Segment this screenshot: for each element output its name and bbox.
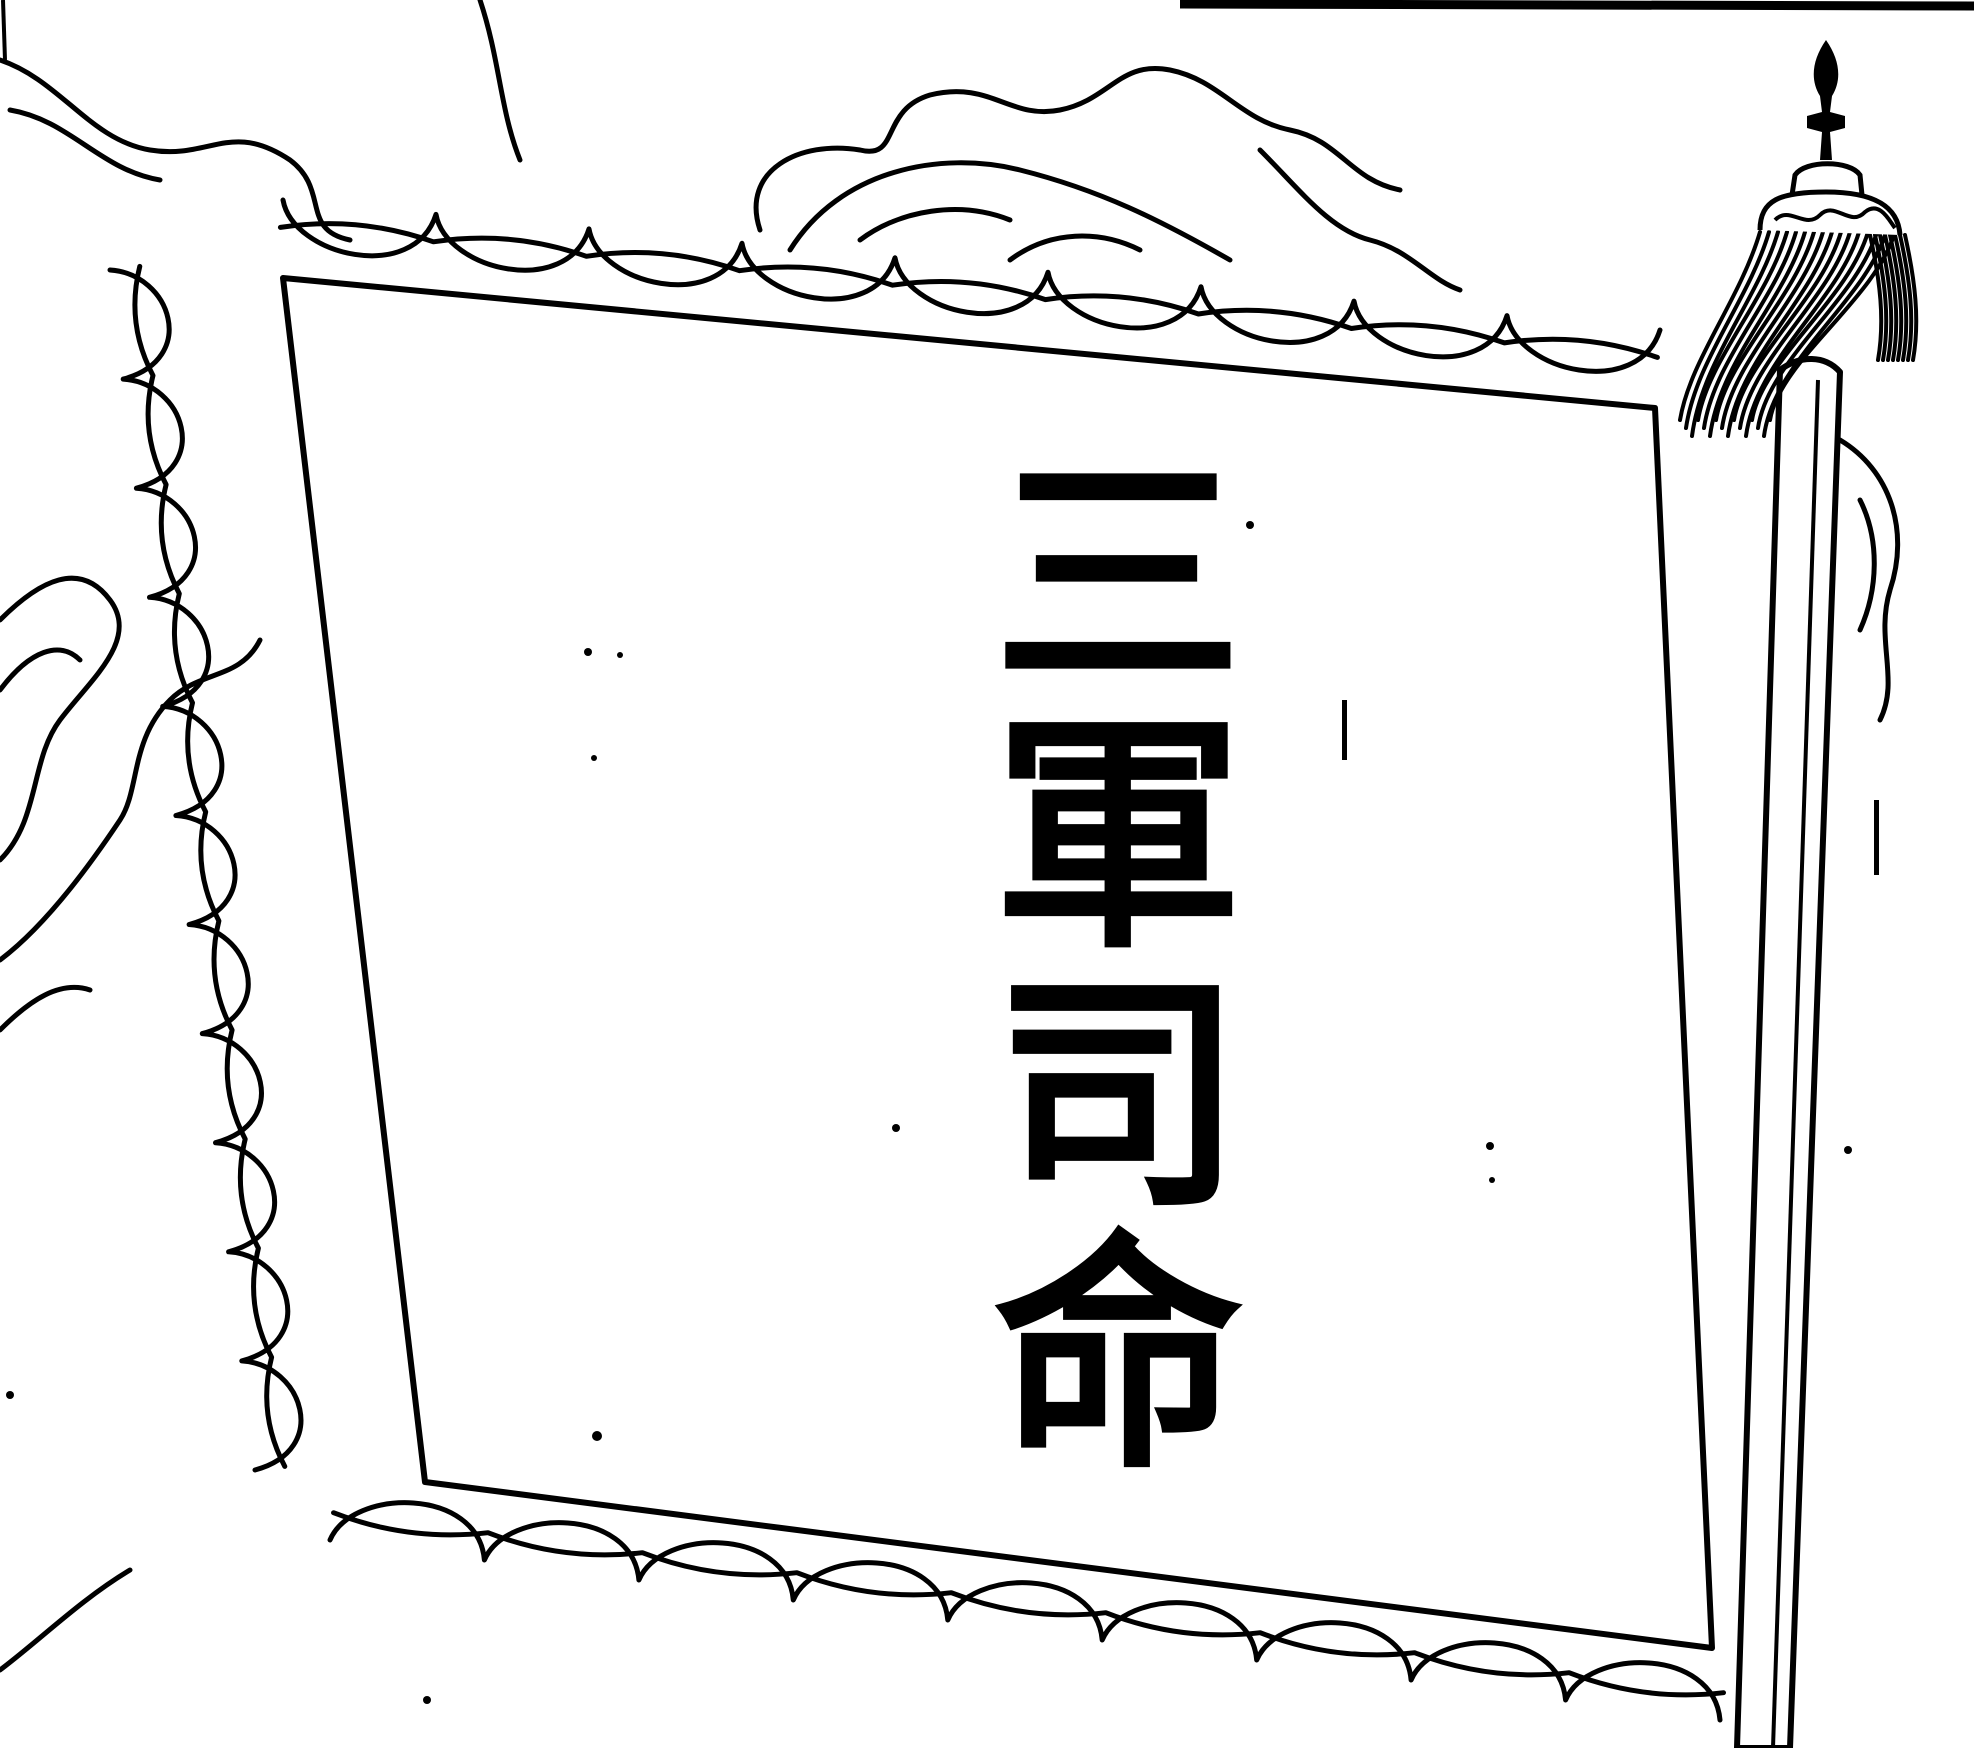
flame-scallop: [280, 197, 1663, 374]
tassel-strand: [1720, 230, 1825, 430]
frame-left-edge: [1, 0, 7, 61]
banner-char-2: 軍: [993, 688, 1243, 982]
flame-curl: [132, 263, 288, 1469]
tassel-strand: [1873, 233, 1889, 362]
banner-char-4: 命: [993, 1208, 1243, 1502]
tassel-strand: [1678, 230, 1762, 422]
tassel-strand: [1868, 233, 1884, 362]
tassel-strand: [1883, 233, 1899, 362]
tassel-strand: [1878, 233, 1894, 362]
flame-curl: [331, 1510, 1726, 1698]
tassel-strand: [1708, 230, 1807, 438]
tassel-strand: [1898, 233, 1914, 362]
spear-tip-finial-icon: [1757, 40, 1903, 236]
tassel-strand: [1684, 230, 1771, 430]
cloud-swirl: [753, 65, 1463, 293]
pole-ribbon: [1837, 437, 1901, 723]
flame-border-left: [107, 263, 304, 1473]
flame-curl: [277, 221, 1660, 360]
tassel-strand: [1714, 230, 1816, 422]
flame-border-icon: [0, 0, 523, 1673]
tassel-strand: [1696, 230, 1789, 422]
tassel-strand: [1903, 233, 1919, 362]
tassel-strand: [1750, 230, 1870, 422]
tassel-strand: [1690, 230, 1780, 438]
flame-scallop: [327, 1500, 1723, 1723]
banner-cloth: [280, 275, 1715, 1651]
tassel-strand: [1732, 230, 1843, 422]
frame-top-edge: [1179, 0, 1974, 11]
flame-border-top: [277, 197, 1663, 374]
tassel-icon: [1678, 230, 1919, 438]
banner-inscription: 三 軍 司 命: [993, 428, 1243, 1502]
banner-char-1: 三: [993, 428, 1243, 722]
ink-specks: [6, 521, 1879, 1704]
flame-border-bottom: [327, 1500, 1726, 1723]
tassel-strand: [1888, 233, 1904, 362]
tassel-strand: [1726, 230, 1834, 438]
banner-char-3: 司: [993, 948, 1243, 1242]
tassel-strand: [1893, 233, 1909, 362]
tassel-strand: [1702, 230, 1798, 430]
tassel-strand: [1738, 230, 1852, 430]
tassel-strand: [1756, 230, 1879, 430]
